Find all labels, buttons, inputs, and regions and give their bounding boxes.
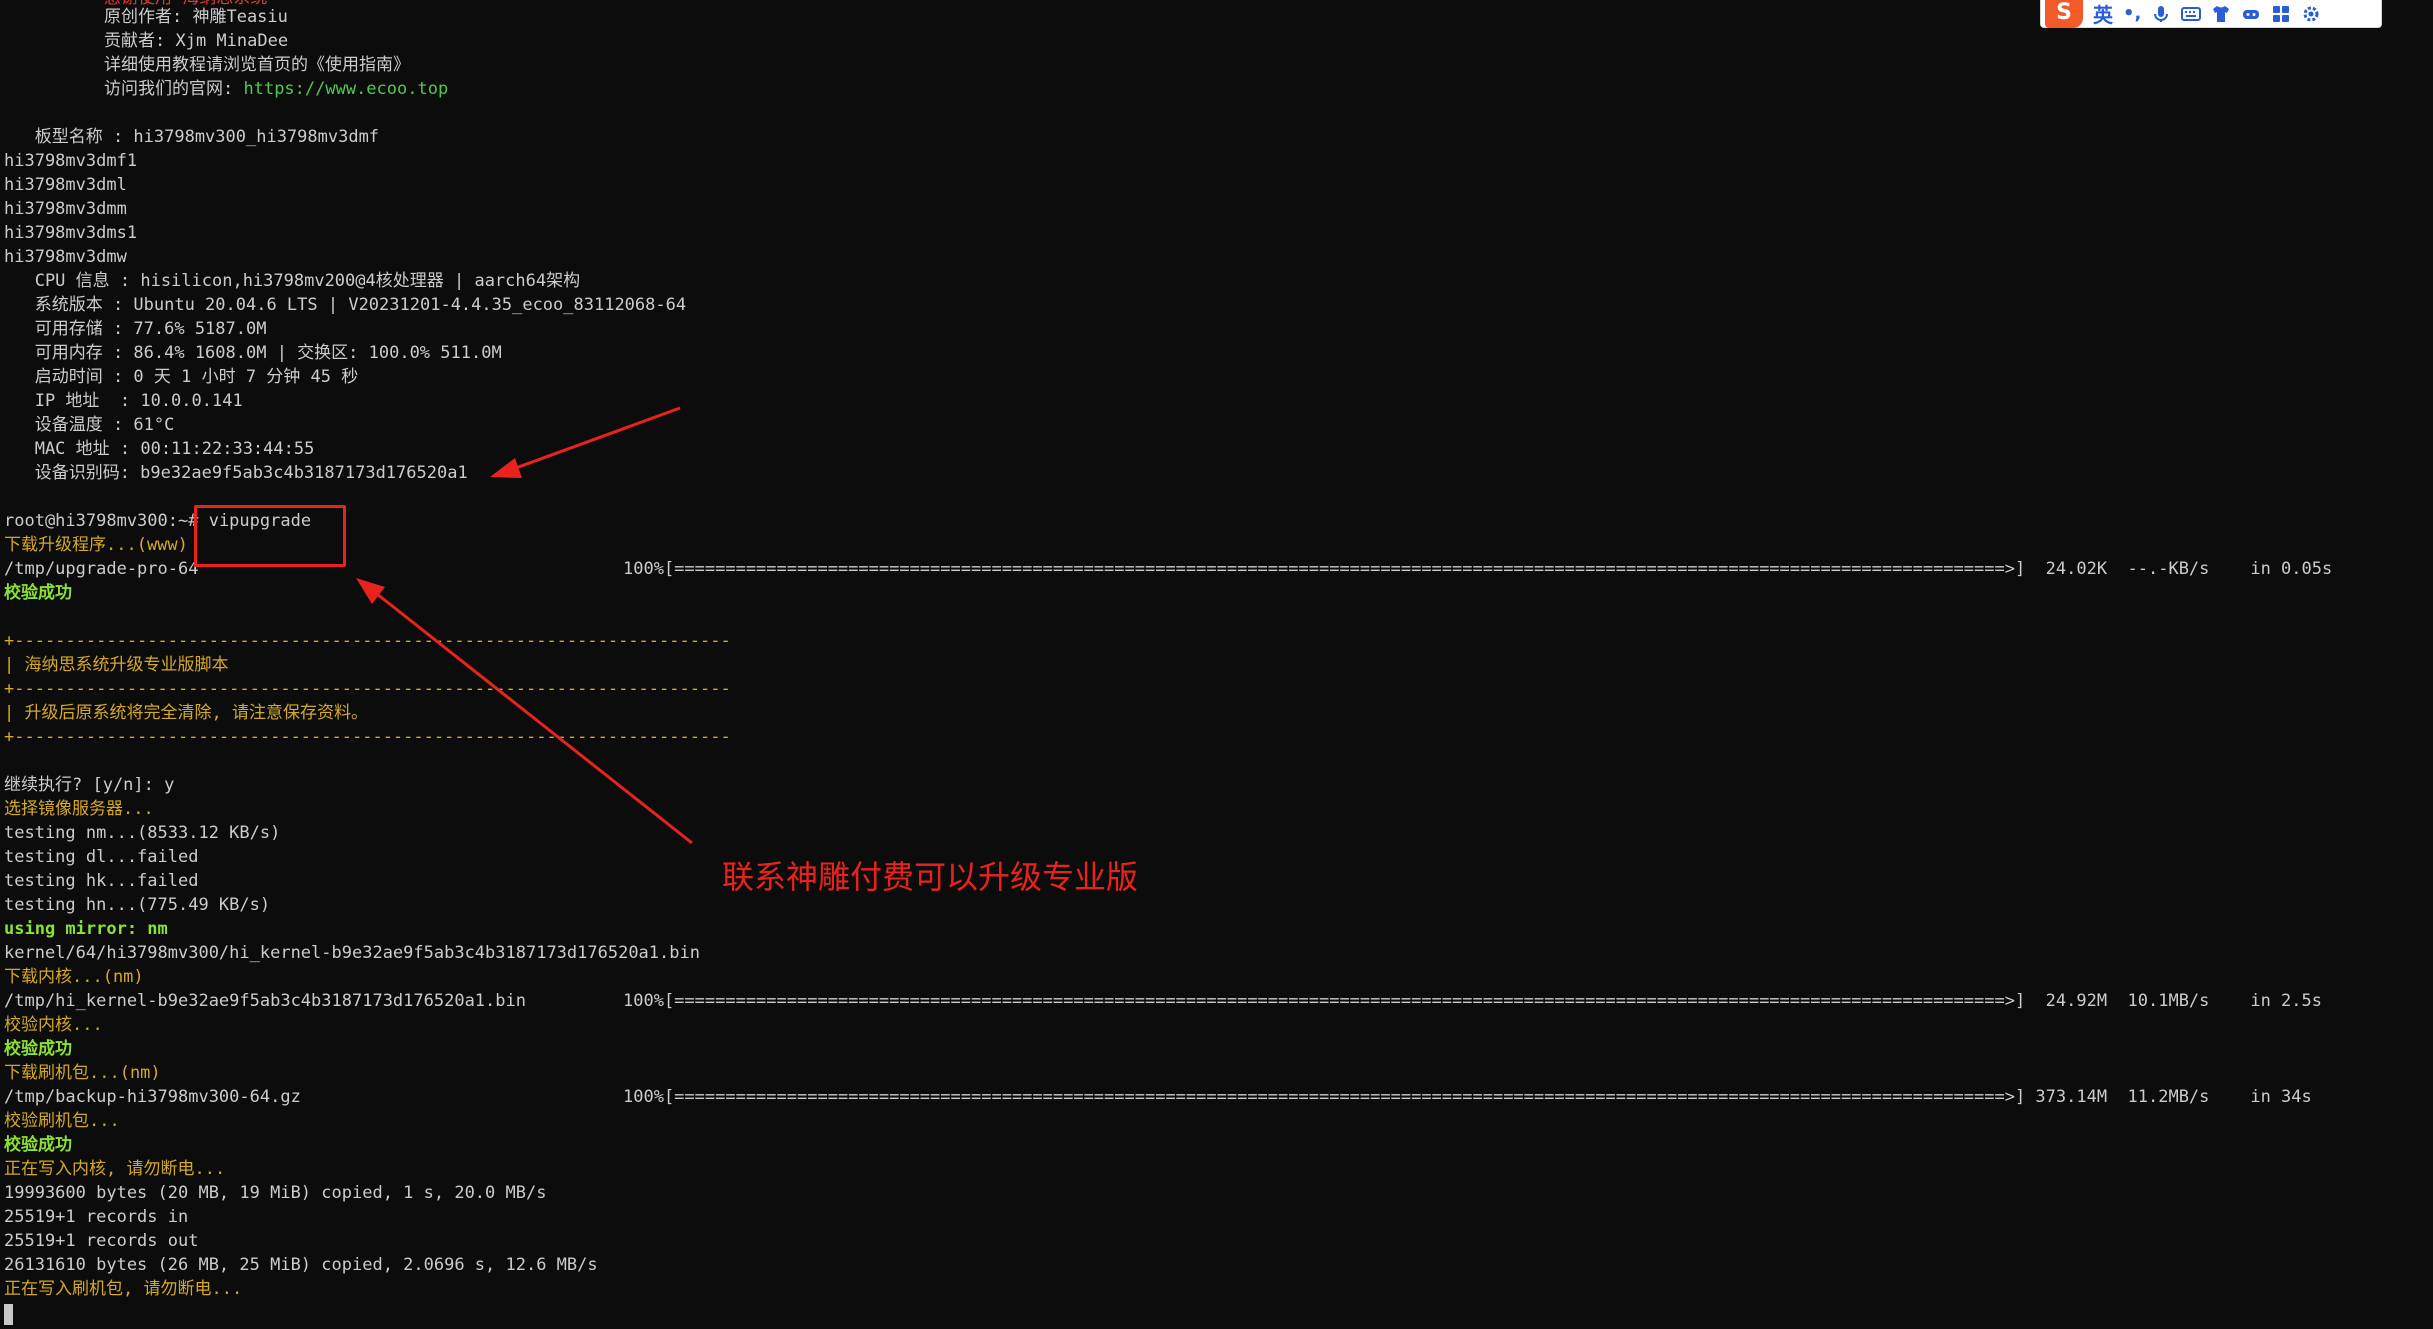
verify-success: 校验成功 (4, 583, 72, 603)
download-kernel-msg: 下载内核...(nm) (4, 967, 144, 987)
arrowhead-device-id (490, 458, 522, 478)
board-name: 板型名称 : hi3798mv300_hi3798mv3dmf (4, 127, 380, 147)
command-line: root@hi3798mv300:~# vipupgrade (4, 511, 311, 531)
mac-address: MAC 地址 : 00:11:22:33:44:55 (4, 439, 315, 459)
progress-bar-2: 100%[===================================… (623, 991, 2322, 1011)
banner-warning: | 升级后原系统将完全清除, 请注意保存资料。 (4, 703, 368, 723)
ip-address: IP 地址 : 10.0.0.141 (4, 391, 243, 411)
annotation-note: 联系神雕付费可以升级专业版 (722, 858, 1139, 896)
site-label: 访问我们的官网: (104, 79, 244, 99)
terminal-cursor (4, 1304, 13, 1325)
os-version: 系统版本 : Ubuntu 20.04.6 LTS | V20231201-4.… (4, 295, 687, 315)
mirror-test-hk: testing hk...failed (4, 871, 199, 891)
device-temperature: 设备温度 : 61°C (4, 415, 175, 435)
uptime-info: 启动时间 : 0 天 1 小时 7 分钟 45 秒 (4, 367, 359, 387)
microphone-icon[interactable] (2151, 4, 2171, 24)
ime-toolbar[interactable]: S 英 •, (2040, 0, 2382, 28)
writing-flash-msg: 正在写入刷机包, 请勿断电... (4, 1279, 243, 1299)
writing-kernel-msg: 正在写入内核, 请勿断电... (4, 1159, 226, 1179)
banner-title: | 海纳思系统升级专业版脚本 (4, 655, 229, 675)
board-variant: hi3798mv3dmm (4, 199, 127, 219)
download-upgrade-msg: 下载升级程序...(www) (4, 535, 188, 555)
verify-kernel-msg: 校验内核... (4, 1015, 103, 1035)
header-line-partial: 感谢使用 海纳思系统 (104, 0, 267, 8)
banner-border: +---------------------------------------… (4, 679, 731, 699)
download-file-2: /tmp/hi_kernel-b9e32ae9f5ab3c4b3187173d1… (4, 991, 526, 1011)
select-mirror-msg: 选择镜像服务器... (4, 799, 154, 819)
arrowhead-command (356, 578, 385, 604)
sogou-logo-icon[interactable]: S (2045, 0, 2083, 28)
progress-bar-1: 100%[===================================… (623, 559, 2333, 579)
header-site: 访问我们的官网: https://www.ecoo.top (104, 79, 448, 99)
shell-prompt: root@hi3798mv300:~# (4, 511, 209, 531)
mirror-test-dl: testing dl...failed (4, 847, 199, 867)
banner-border: +---------------------------------------… (4, 631, 731, 651)
header-author: 原创作者: 神雕Teasiu (104, 7, 288, 27)
records-in: 25519+1 records in (4, 1207, 189, 1227)
command-text: vipupgrade (208, 511, 312, 531)
verify-success: 校验成功 (4, 1039, 72, 1059)
board-variant: hi3798mv3dmf1 (4, 151, 138, 171)
board-variant: hi3798mv3dms1 (4, 223, 138, 243)
site-link[interactable]: https://www.ecoo.top (243, 79, 449, 99)
game-controller-icon[interactable] (2241, 4, 2261, 24)
ime-language-toggle[interactable]: 英 (2093, 3, 2113, 27)
board-variant: hi3798mv3dml (4, 175, 127, 195)
banner-border: +---------------------------------------… (4, 727, 731, 747)
settings-gear-icon[interactable] (2301, 4, 2321, 24)
header-contributor: 贡献者: Xjm MinaDee (104, 31, 289, 51)
using-mirror: using mirror: nm (4, 919, 168, 939)
toolbox-grid-icon[interactable] (2271, 4, 2291, 24)
download-file-1: /tmp/upgrade-pro-64 (4, 559, 199, 579)
memory-info: 可用内存 : 86.4% 1608.0M | 交换区: 100.0% 511.0… (4, 343, 502, 363)
skin-shirt-icon[interactable] (2211, 4, 2231, 24)
kernel-path: kernel/64/hi3798mv300/hi_kernel-b9e32ae9… (4, 943, 700, 963)
download-file-3: /tmp/backup-hi3798mv300-64.gz (4, 1087, 301, 1107)
download-flash-msg: 下载刷机包...(nm) (4, 1063, 161, 1083)
board-variant: hi3798mv3dmw (4, 247, 127, 267)
mirror-test-hn: testing hn...(775.49 KB/s) (4, 895, 271, 915)
keyboard-icon[interactable] (2181, 4, 2202, 24)
cpu-info: CPU 信息 : hisilicon,hi3798mv200@4核处理器 | a… (4, 271, 581, 291)
dd-output-2: 26131610 bytes (26 MB, 25 MiB) copied, 2… (4, 1255, 598, 1275)
arrow-line-command (371, 588, 693, 845)
arrow-line-device-id (504, 406, 681, 474)
continue-prompt: 继续执行? [y/n]: y (4, 775, 175, 795)
device-id: 设备识别码: b9e32ae9f5ab3c4b3187173d176520a1 (4, 463, 468, 483)
verify-success: 校验成功 (4, 1135, 72, 1155)
punctuation-toggle[interactable]: •, (2123, 3, 2142, 24)
command-highlight-box (194, 505, 346, 567)
dd-output-1: 19993600 bytes (20 MB, 19 MiB) copied, 1… (4, 1183, 547, 1203)
verify-flash-msg: 校验刷机包... (4, 1111, 120, 1131)
header-guide: 详细使用教程请浏览首页的《使用指南》 (104, 55, 410, 75)
progress-bar-3: 100%[===================================… (623, 1087, 2312, 1107)
storage-info: 可用存储 : 77.6% 5187.0M (4, 319, 267, 339)
records-out: 25519+1 records out (4, 1231, 199, 1251)
mirror-test-nm: testing nm...(8533.12 KB/s) (4, 823, 281, 843)
